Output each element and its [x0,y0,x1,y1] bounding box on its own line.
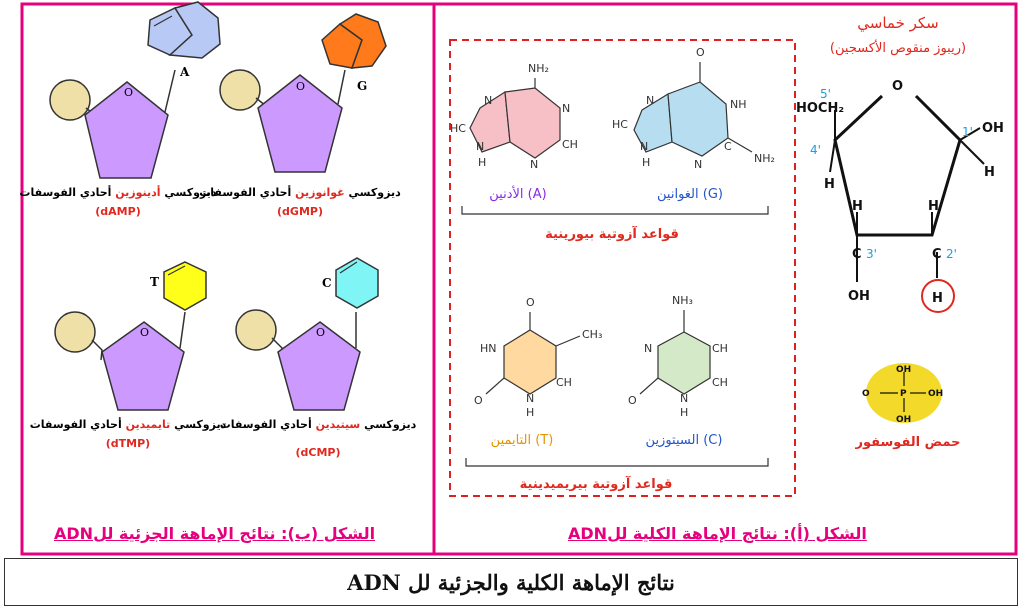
sugar-hoch2: HOCH₂ [796,101,844,116]
figure-a-frame [432,2,1018,556]
guanine-hc: HC [612,118,628,131]
purine-bracket [461,206,769,215]
sugar-c2-h: H [928,199,939,214]
adenine-nh2: NH₂ [528,62,549,75]
sugar-subtitle: (ريبوز منقوص الأكسجين) [830,39,966,56]
sugar-c3-oh: OH [848,289,870,304]
dcmp-letter: C [322,276,332,290]
cytosine-n2: N [680,392,688,405]
nucleotide-dgmp [219,13,387,173]
sugar-c1-label: 1' [962,125,973,139]
cytosine-name: السيتوزين (C) [646,433,723,448]
guanine-h: H [642,156,650,169]
phosphate-bottom-oh: OH [896,415,911,425]
guanine-o: O [696,46,705,59]
nucleotide-dtmp [54,261,207,411]
sugar-c2-h2: H [932,291,943,306]
phosphate-p: P [900,389,907,399]
figure-a-caption: الشكل (أ): نتائج الإماهة الكلية للADN [568,524,867,543]
sugar-c5-label: 5' [820,87,831,101]
sugar-c4-h: H [824,177,835,192]
damp-code: (dAMP) [95,205,140,218]
thymine-name: التايمين (T) [491,433,554,448]
adenine-hc: HC [450,122,466,135]
guanine-n3: N [694,158,702,171]
dtmp-letter: T [150,275,159,289]
adenine-ch: CH [562,138,578,151]
main-caption: نتائج الإماهة الكلية والجزئية لل ADN [347,569,675,595]
thymine-ch3: CH₃ [582,328,602,341]
deoxyribose-structure [829,94,985,282]
adenine-n1: N [484,94,492,107]
main-caption-bar: نتائج الإماهة الكلية والجزئية لل ADN [4,558,1018,606]
cytosine-nh3: NH₃ [672,294,693,307]
dcmp-label: ديزوكسي سيتيدين أحادي الفوسفات [220,417,417,431]
dtmp-label: ديزوكسي تايميدين أحادي الفوسفات [30,417,227,431]
adenine-n2: N [476,140,484,153]
adenine-name: الأدنين (A) [489,185,546,202]
cytosine-ch1: CH [712,342,728,355]
thymine-structure [485,312,581,395]
adenine-n3: N [562,102,570,115]
purine-group-label: قواعد آزوتية بيورينية [545,225,679,242]
adenine-structure [469,78,561,159]
cytosine-ch2: CH [712,376,728,389]
sugar-ring-o: O [892,79,903,94]
sugar-c3-label: 3' [866,247,877,261]
thymine-o1: O [526,296,535,309]
thymine-o2: O [474,394,483,407]
phosphate-top-oh: OH [896,365,911,375]
dgmp-o-label: O [296,80,305,93]
nucleotide-dcmp [235,257,379,411]
phosphate-right-oh: OH [928,389,943,399]
thymine-h: H [526,406,534,419]
adenine-n4: N [530,158,538,171]
damp-label: ديزوكسي أدينوزين أحادي الفوسفات [19,185,217,199]
thymine-ch: CH [556,376,572,389]
sugar-c2-label: 2' [946,247,957,261]
sugar-c4-label: 4' [810,143,821,157]
damp-letter: A [179,65,190,79]
phosphate-left-o: O [862,389,870,399]
pyrimidine-group-label: قواعد آزوتية بيريميدينية [520,475,673,492]
thymine-hn: HN [480,342,497,355]
thymine-n: N [526,392,534,405]
sugar-c1-h: H [984,165,995,180]
dtmp-o-label: O [140,326,149,339]
dgmp-code: (dGMP) [277,205,323,218]
phosphate-label: حمض الفوسفور [855,435,961,450]
bases-dashed-box [449,39,796,497]
guanine-n2: N [640,140,648,153]
cytosine-structure [639,310,711,395]
sugar-title: سكر خماسي [857,14,938,33]
guanine-c: C [724,140,732,153]
sugar-c1-oh: OH [982,121,1004,136]
adenine-h: H [478,156,486,169]
dcmp-o-label: O [316,326,325,339]
sugar-c3-h: H [852,199,863,214]
dtmp-code: (dTMP) [106,437,150,450]
dgmp-letter: G [357,79,367,93]
guanine-name: الغوانين (G) [657,187,723,202]
sugar-c3: C [852,247,862,262]
sugar-c2: C [932,247,942,262]
dgmp-label: ديزوكسي غوانوزين أحادي الفوسفات [199,185,401,199]
guanine-nh2: NH₂ [754,152,775,165]
dcmp-code: (dCMP) [295,446,340,459]
guanine-n1: N [646,94,654,107]
guanine-structure [633,62,753,157]
pyrimidine-bracket [465,458,769,467]
cytosine-n1: N [644,342,652,355]
sugar-h-highlight [921,279,955,313]
cytosine-o: O [628,394,637,407]
figure-b-caption: الشكل (ب): نتائج الإماهة الجزئية للADN [54,524,376,543]
guanine-nh: NH [730,98,747,111]
damp-o-label: O [124,86,133,99]
phosphate-ellipse [866,363,942,423]
nucleotide-damp [49,1,221,179]
cytosine-h: H [680,406,688,419]
